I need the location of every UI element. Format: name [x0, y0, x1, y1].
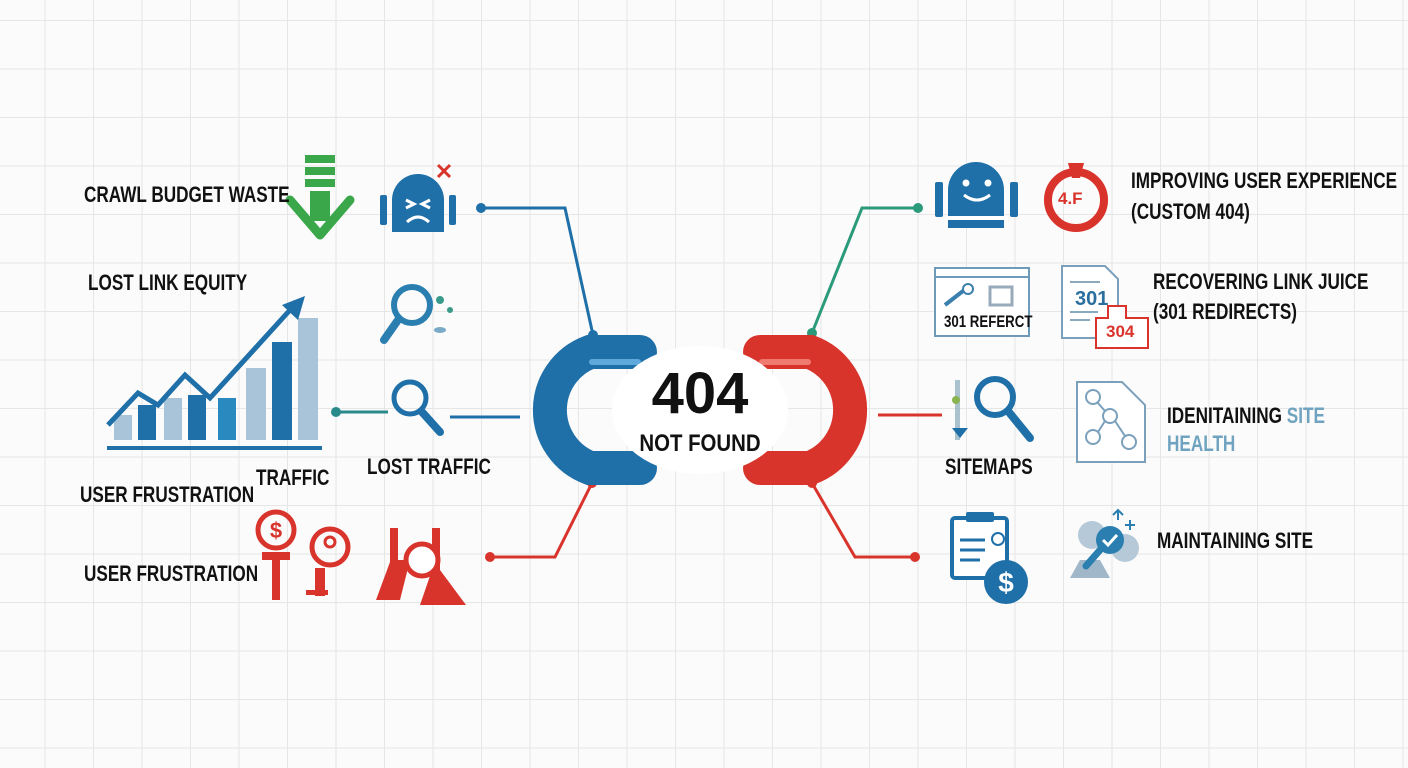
sad-robot-icon — [380, 163, 456, 232]
not-found-label: NOT FOUND — [639, 430, 761, 457]
connector-traffic — [336, 410, 520, 419]
badge-4f-text: 4.F — [1058, 189, 1083, 208]
site-health-document-icon — [1076, 381, 1146, 463]
svg-text:$: $ — [998, 567, 1014, 598]
custom-404-badge-icon — [1044, 163, 1108, 232]
lost-link-equity-label: LOST LINK EQUITY — [88, 270, 248, 295]
broken-magnifier-icon — [380, 284, 453, 344]
money-user-frustration-icon: $ — [255, 509, 351, 600]
lost-traffic-label: LOST TRAFFIC — [367, 454, 491, 479]
connector-dot — [913, 203, 923, 213]
maintaining-site-label: MAINTAINING SITE — [1157, 528, 1314, 553]
redirect-document-icon — [1061, 265, 1149, 349]
connector-maintaining — [810, 482, 915, 559]
connector-dot — [910, 552, 920, 562]
user-frustration-label: USER FRUSTRATION — [80, 482, 255, 507]
connector-dot — [331, 407, 341, 417]
connector-dot — [476, 203, 486, 213]
traffic-label: TRAFFIC — [256, 465, 330, 490]
doc-304-text: 304 — [1106, 322, 1135, 341]
doc-301-text: 301 — [1075, 288, 1109, 310]
error-code: 404 — [651, 361, 749, 426]
connector-ux — [810, 206, 918, 334]
site-health-text-b: SITE — [1286, 403, 1325, 428]
download-arrow-icon — [285, 155, 355, 240]
custom-404-label: (CUSTOM 404) — [1131, 199, 1250, 224]
broken-chain-link-icon — [532, 335, 868, 485]
recovering-link-juice-label: RECOVERING LINK JUICE — [1153, 269, 1369, 294]
redirect-browser-icon — [934, 267, 1030, 337]
site-health-text-a: IDENITAINING — [1167, 403, 1287, 428]
clipboard-dollar-icon: $ — [950, 512, 1028, 604]
happy-robot-icon — [935, 162, 1018, 228]
301-redirects-label: (301 REDIRECTS) — [1153, 299, 1297, 324]
sitemaps-label: SITEMAPS — [945, 454, 1033, 479]
rising-traffic-chart-icon — [106, 296, 322, 450]
connector-crawl — [481, 206, 595, 336]
factory-magnifier-icon — [376, 528, 466, 605]
svg-text:$: $ — [270, 518, 282, 543]
sitemap-search-icon — [952, 376, 1034, 442]
maintenance-wrench-icon — [1070, 508, 1139, 578]
site-health-label: IDENITAINING SITE — [1167, 401, 1325, 431]
site-health-label-2: HEALTH — [1167, 431, 1236, 456]
crawl-budget-waste-label: CRAWL BUDGET WASTE — [84, 182, 290, 207]
connector-frustration — [490, 482, 594, 559]
magnifier-icon — [391, 379, 444, 436]
redirect-box-label: 301 REFERCT — [944, 312, 1033, 331]
improving-ux-label: IMPROVING USER EXPERIENCE — [1131, 168, 1398, 193]
user-frustration-label-2: USER FRUSTRATION — [84, 561, 259, 586]
connector-dot — [485, 552, 495, 562]
